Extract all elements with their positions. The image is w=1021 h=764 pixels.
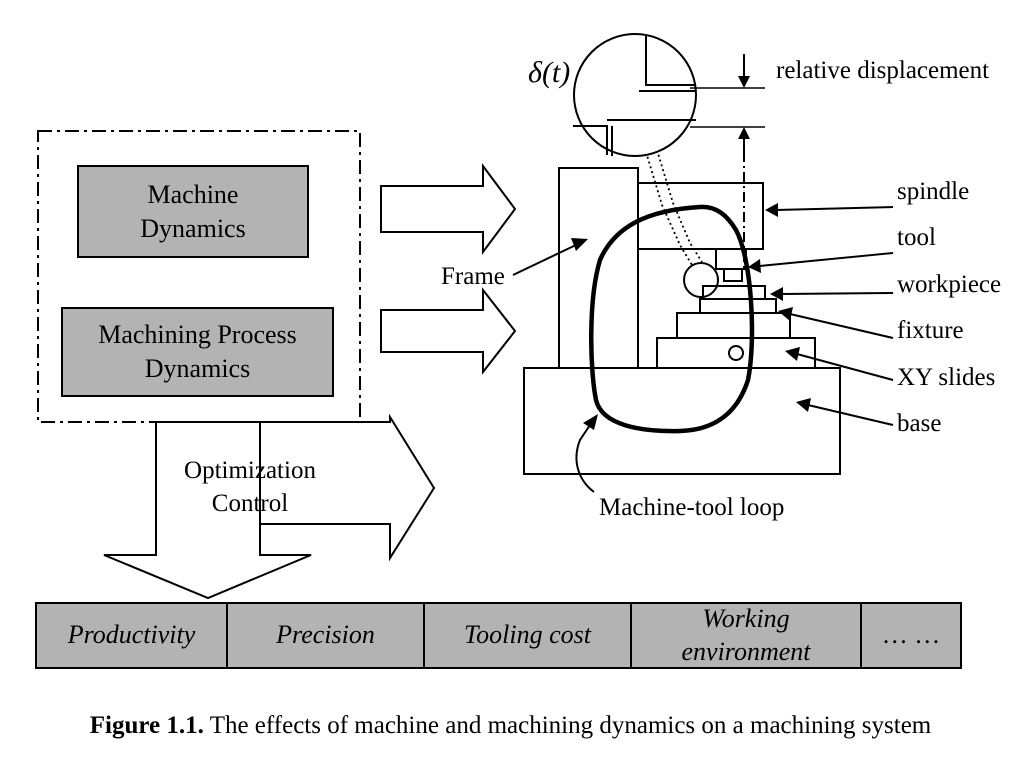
xy-slides-knob (728, 345, 744, 361)
delta-label: δ(t) (528, 56, 571, 89)
optimization-right-arrow (259, 413, 436, 562)
machine-tool-loop-label: Machine-tool loop (599, 494, 785, 521)
outcome-more: … … (881, 620, 941, 650)
frame-label: Frame (441, 263, 505, 290)
figure-caption: Figure 1.1. The effects of machine and m… (0, 712, 1021, 740)
tool-tip (723, 268, 743, 282)
leader-arrows (512, 203, 894, 426)
optimization-control-label: Optimization Control (184, 457, 316, 517)
machine-dynamics-label: Machine Dynamics (140, 179, 246, 243)
caption-text: The effects of machine and machining dyn… (203, 712, 932, 739)
machine-dynamics-box (77, 165, 309, 258)
tool-label: tool (897, 224, 936, 251)
machining-process-box (61, 307, 334, 397)
magnified-view-circle (573, 33, 697, 157)
base-block (523, 367, 841, 475)
contact-zoom-circle (683, 262, 719, 298)
fixture-block (676, 312, 791, 339)
tool-holder (715, 248, 747, 270)
outcomes-bar (35, 602, 962, 669)
spindle-head (637, 182, 764, 250)
down-arrow (103, 421, 312, 600)
spindle-label: spindle (897, 178, 970, 205)
figure-number: Figure 1.1. (89, 712, 204, 739)
xy-slides-label: XY slides (897, 364, 996, 391)
right-arrow-upper (380, 162, 517, 256)
relative-displacement-label: relative displacement (776, 57, 990, 84)
right-arrow-lower (380, 287, 517, 375)
workpiece-block (699, 298, 777, 314)
base-label: base (897, 410, 942, 437)
machine-tool-loop (589, 204, 755, 434)
machining-process-dynamics-label: Machining Process Dynamics (98, 320, 297, 383)
outcome-tooling-cost: Tooling cost (464, 620, 591, 650)
outcome-productivity: Productivity (67, 620, 196, 650)
outcome-working-environment: Working environment (681, 604, 811, 666)
dynamics-group-border (37, 130, 361, 423)
workpiece-label: workpiece (897, 271, 1002, 298)
outcome-precision: Precision (276, 620, 375, 650)
fixture-label: fixture (897, 317, 964, 344)
